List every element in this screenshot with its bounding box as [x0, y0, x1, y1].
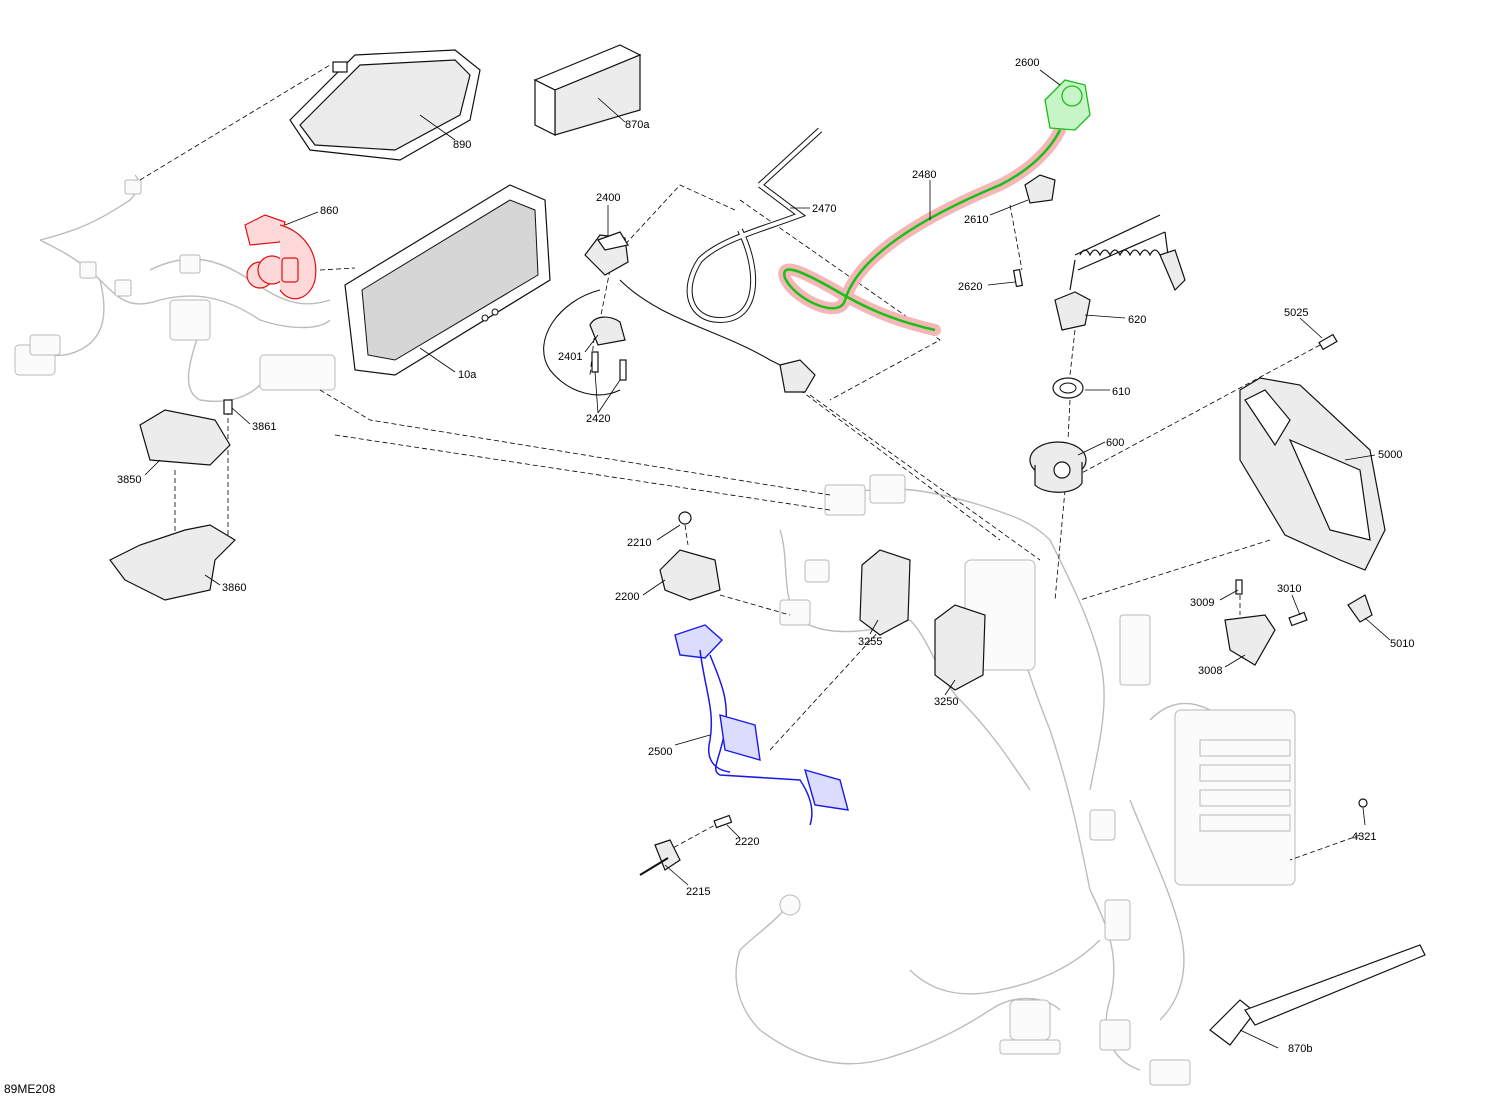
part-2620 — [1012, 268, 1024, 288]
callout-labels: 890 870a 860 10a 2400 2401 2420 2470 248… — [117, 57, 1414, 1055]
part-2220 — [713, 814, 733, 829]
part-2400 — [584, 231, 629, 276]
callout-2200: 2200 — [615, 591, 639, 603]
callout-3860: 3860 — [222, 582, 246, 594]
callout-890: 890 — [453, 139, 471, 151]
part-5010 — [1347, 594, 1373, 623]
part-3850 — [139, 409, 231, 466]
part-2200 — [659, 549, 721, 601]
part-3008 — [1224, 614, 1276, 666]
wire-2400 — [543, 279, 791, 396]
part-5000 — [1239, 377, 1386, 571]
part-3010 — [1288, 611, 1308, 627]
callout-620: 620 — [1128, 314, 1146, 326]
callout-4321: 4321 — [1352, 831, 1376, 843]
callout-2420: 2420 — [586, 413, 610, 425]
callout-3850: 3850 — [117, 474, 141, 486]
part-2210 — [678, 511, 692, 525]
part-870a — [533, 44, 642, 136]
part-3255 — [859, 549, 911, 636]
part-890 — [289, 49, 481, 161]
part-3250 — [934, 604, 986, 691]
callout-5000: 5000 — [1378, 449, 1402, 461]
callout-3008: 3008 — [1198, 665, 1222, 677]
callout-2400: 2400 — [596, 192, 620, 204]
callout-610: 610 — [1112, 386, 1130, 398]
callout-2600: 2600 — [1015, 57, 1039, 69]
callout-2210: 2210 — [627, 537, 651, 549]
part-4321 — [1358, 798, 1368, 808]
callout-3010: 3010 — [1277, 583, 1301, 595]
part-2401 — [589, 316, 626, 346]
callout-2470: 2470 — [812, 203, 836, 215]
callout-3009: 3009 — [1190, 597, 1214, 609]
part-2420-screws — [591, 351, 627, 381]
part-600 — [1029, 441, 1087, 493]
part-10a-display — [344, 184, 551, 376]
callout-2480: 2480 — [912, 169, 936, 181]
callout-5025: 5025 — [1284, 307, 1308, 319]
callout-860: 860 — [320, 205, 338, 217]
part-610 — [1052, 377, 1084, 399]
part-3860 — [109, 524, 236, 601]
part-5025 — [1318, 333, 1338, 351]
callout-3861: 3861 — [252, 421, 276, 433]
part-2600 — [1044, 79, 1091, 131]
callout-2500: 2500 — [648, 746, 672, 758]
callout-2215: 2215 — [686, 886, 710, 898]
callout-2620: 2620 — [958, 281, 982, 293]
callout-3255: 3255 — [858, 636, 882, 648]
callout-600: 600 — [1106, 437, 1124, 449]
callout-2220: 2220 — [735, 836, 759, 848]
part-2610 — [1024, 174, 1056, 204]
main-wiring-harness — [14, 174, 1296, 1086]
connector-2400 — [779, 359, 816, 393]
reference-code: 89ME208 — [4, 1082, 56, 1096]
callout-leaders — [144, 69, 1391, 1049]
part-2480 — [778, 124, 1066, 336]
callout-5010: 5010 — [1390, 638, 1414, 650]
part-860 — [244, 214, 317, 300]
callout-2401: 2401 — [558, 351, 582, 363]
part-3861 — [223, 399, 233, 415]
part-2470 — [686, 127, 823, 324]
part-3009 — [1235, 579, 1243, 595]
part-2215 — [639, 839, 681, 876]
callout-870a: 870a — [625, 119, 650, 131]
callout-10a: 10a — [458, 369, 477, 381]
part-2500 — [674, 624, 849, 826]
part-870b — [1209, 944, 1426, 1046]
callout-3250: 3250 — [934, 696, 958, 708]
callout-2610: 2610 — [964, 214, 988, 226]
callout-870b: 870b — [1288, 1043, 1312, 1055]
part-620 — [1054, 214, 1186, 331]
